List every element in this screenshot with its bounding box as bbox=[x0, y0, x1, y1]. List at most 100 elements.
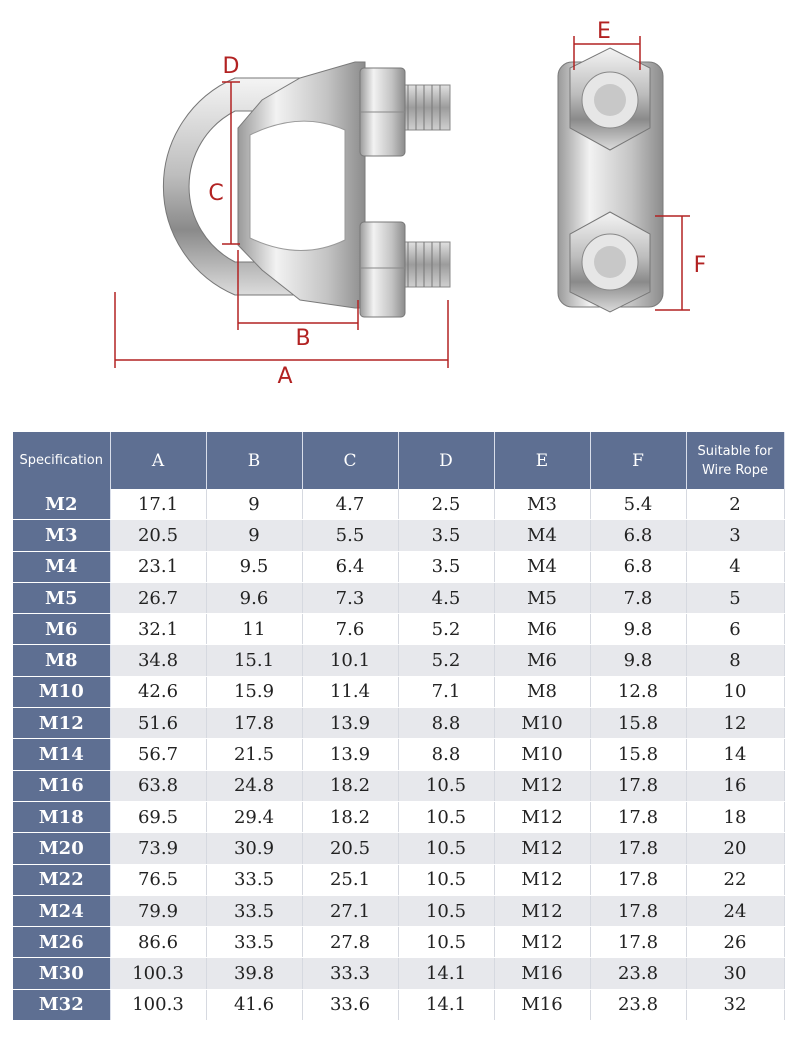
cell-d: 10.5 bbox=[398, 926, 495, 959]
header-suitable-wire-rope: Suitable for Wire Rope bbox=[686, 432, 785, 489]
lower-nut bbox=[359, 221, 406, 318]
cell-wire-rope: 12 bbox=[686, 707, 785, 740]
cell-a: 100.3 bbox=[110, 989, 207, 1022]
cell-wire-rope: 32 bbox=[686, 989, 785, 1022]
cell-spec: M8 bbox=[13, 644, 111, 677]
cell-b: 39.8 bbox=[206, 957, 303, 990]
cell-f: 15.8 bbox=[590, 707, 687, 740]
header-specification: Specification bbox=[13, 432, 111, 489]
label-f: F bbox=[694, 253, 707, 278]
cell-spec: M5 bbox=[13, 582, 111, 615]
cell-wire-rope: 4 bbox=[686, 551, 785, 583]
cell-spec: M10 bbox=[13, 676, 111, 709]
cell-b: 9 bbox=[206, 489, 303, 521]
cell-wire-rope: 5 bbox=[686, 582, 785, 615]
cell-d: 5.2 bbox=[398, 613, 495, 646]
cell-d: 10.5 bbox=[398, 832, 495, 865]
cell-wire-rope: 2 bbox=[686, 489, 785, 521]
cell-d: 7.1 bbox=[398, 676, 495, 709]
cell-e: M12 bbox=[494, 864, 591, 896]
cell-b: 21.5 bbox=[206, 738, 303, 771]
cell-b: 29.4 bbox=[206, 801, 303, 834]
cell-e: M12 bbox=[494, 926, 591, 959]
cell-f: 17.8 bbox=[590, 864, 687, 896]
header-b: B bbox=[206, 432, 303, 489]
cell-wire-rope: 14 bbox=[686, 738, 785, 771]
cell-e: M10 bbox=[494, 707, 591, 740]
cell-f: 17.8 bbox=[590, 832, 687, 865]
cell-f: 9.8 bbox=[590, 613, 687, 646]
header-d: D bbox=[398, 432, 495, 489]
cell-spec: M30 bbox=[13, 957, 111, 990]
cell-b: 9 bbox=[206, 519, 303, 552]
cell-d: 8.8 bbox=[398, 707, 495, 740]
cell-d: 3.5 bbox=[398, 519, 495, 552]
cell-b: 11 bbox=[206, 613, 303, 646]
cell-e: M8 bbox=[494, 676, 591, 709]
cell-b: 9.5 bbox=[206, 551, 303, 583]
cell-f: 7.8 bbox=[590, 582, 687, 615]
cell-b: 15.9 bbox=[206, 676, 303, 709]
cell-c: 11.4 bbox=[302, 676, 399, 709]
cell-d: 5.2 bbox=[398, 644, 495, 677]
cell-a: 73.9 bbox=[110, 832, 207, 865]
cell-b: 17.8 bbox=[206, 707, 303, 740]
cell-d: 3.5 bbox=[398, 551, 495, 583]
specification-table: Specification A B C D E F Suitable for W… bbox=[13, 432, 785, 1022]
cell-f: 17.8 bbox=[590, 895, 687, 928]
cell-wire-rope: 20 bbox=[686, 832, 785, 865]
cell-wire-rope: 3 bbox=[686, 519, 785, 552]
u-bolt bbox=[162, 77, 301, 296]
cell-e: M12 bbox=[494, 770, 591, 802]
cell-a: 17.1 bbox=[110, 489, 207, 521]
cell-e: M4 bbox=[494, 519, 591, 552]
cell-e: M10 bbox=[494, 738, 591, 771]
cell-a: 76.5 bbox=[110, 864, 207, 896]
cell-wire-rope: 8 bbox=[686, 644, 785, 677]
cell-spec: M12 bbox=[13, 707, 111, 740]
cell-f: 17.8 bbox=[590, 926, 687, 959]
label-b: B bbox=[295, 326, 310, 351]
cell-a: 32.1 bbox=[110, 613, 207, 646]
cell-f: 5.4 bbox=[590, 489, 687, 521]
cell-f: 17.8 bbox=[590, 801, 687, 834]
label-e: E bbox=[597, 19, 611, 44]
cell-b: 41.6 bbox=[206, 989, 303, 1022]
cell-a: 34.8 bbox=[110, 644, 207, 677]
cell-b: 33.5 bbox=[206, 895, 303, 928]
cell-a: 86.6 bbox=[110, 926, 207, 959]
cell-f: 23.8 bbox=[590, 957, 687, 990]
cell-c: 6.4 bbox=[302, 551, 399, 583]
cell-a: 69.5 bbox=[110, 801, 207, 834]
cell-c: 13.9 bbox=[302, 707, 399, 740]
cell-a: 79.9 bbox=[110, 895, 207, 928]
cell-spec: M14 bbox=[13, 738, 111, 771]
cell-a: 56.7 bbox=[110, 738, 207, 771]
cell-d: 2.5 bbox=[398, 489, 495, 521]
table-header-row: Specification A B C D E F Suitable for W… bbox=[13, 432, 785, 489]
header-a: A bbox=[110, 432, 207, 489]
cell-d: 10.5 bbox=[398, 864, 495, 896]
cell-c: 33.3 bbox=[302, 957, 399, 990]
cell-c: 10.1 bbox=[302, 644, 399, 677]
cell-d: 10.5 bbox=[398, 770, 495, 802]
cell-a: 23.1 bbox=[110, 551, 207, 583]
cell-spec: M24 bbox=[13, 895, 111, 928]
cell-c: 33.6 bbox=[302, 989, 399, 1022]
cell-f: 23.8 bbox=[590, 989, 687, 1022]
wire-rope-clip-diagram: A B C D E F bbox=[114, 19, 707, 389]
cell-c: 25.1 bbox=[302, 864, 399, 896]
cell-spec: M2 bbox=[13, 489, 111, 521]
cell-f: 12.8 bbox=[590, 676, 687, 709]
cell-c: 27.1 bbox=[302, 895, 399, 928]
